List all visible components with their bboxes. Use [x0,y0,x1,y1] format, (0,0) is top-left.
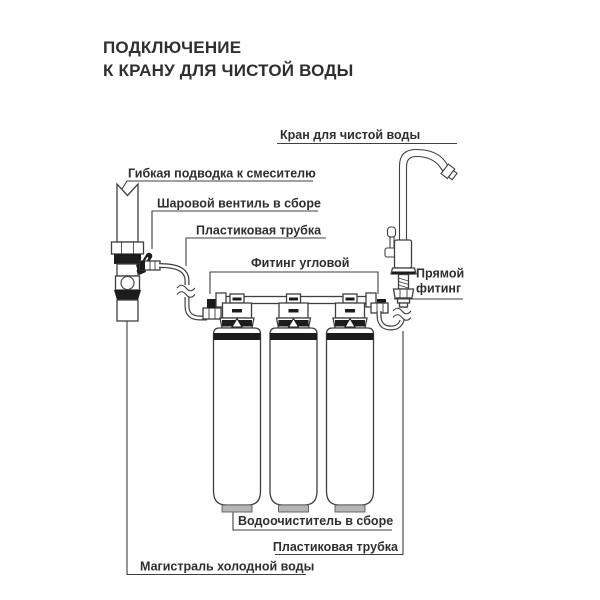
page-title: ПОДКЛЮЧЕНИЕ К КРАНУ ДЛЯ ЧИСТОЙ ВОДЫ [103,38,354,80]
leader-ball-valve [151,210,318,249]
leader-corner-fitting [209,271,379,294]
label-plastic-tube-top: Пластиковая трубка [196,224,322,238]
corner-fitting-right [365,292,389,314]
water-purifier [202,292,389,513]
cold-water-pipe [110,182,145,322]
callout-labels: Кран для чистой воды Гибкая подводка к с… [128,128,464,574]
tube-break-mark [392,307,412,315]
filter-cartridge-2 [269,327,318,513]
pipe-lower-segment [116,299,139,322]
filter-cartridge-1 [212,327,262,513]
ball-nut-circle [120,275,135,291]
title-line-2: К КРАНУ ДЛЯ ЧИСТОЙ ВОДЫ [103,61,354,80]
lower-dark-hex [114,290,141,300]
leader-purifier [232,512,392,531]
plastic-tube-left [158,263,207,321]
ball-valve-assembly [136,252,161,275]
label-corner-fitting: Фитинг угловой [251,256,350,270]
leader-lines [121,142,463,576]
faucet-spout-nozzle [440,163,458,181]
tube-break-mark [176,284,196,292]
pipe-coupling [110,241,145,255]
filter-cartridge-3 [325,327,375,513]
faucet-gooseneck [398,148,451,241]
leader-plastic-tube-bottom [275,331,404,556]
leader-plastic-tube-top [185,237,326,266]
leader-cold-water-main [126,321,306,576]
label-clean-water-tap: Кран для чистой воды [280,128,420,142]
faucet-body [393,239,413,269]
label-flexible-hose: Гибкая подводка к смесителю [128,167,316,181]
title-line-1: ПОДКЛЮЧЕНИЕ [103,38,241,57]
plastic-tube-right [376,304,412,331]
label-straight-fitting-line1: Прямой [416,267,464,281]
pipe-upper-segment [116,182,139,243]
label-purifier: Водоочиститель в сборе [238,514,393,528]
label-cold-water-main: Магистраль холодной воды [140,560,314,574]
coupling-dark-band [114,254,141,264]
leader-flexible-hose [121,180,313,190]
straight-fitting [392,288,415,308]
valve-body [116,263,139,277]
faucet-threaded-shank [397,273,410,290]
label-straight-fitting-line2: фитинг [416,282,461,296]
corner-fitting-left [202,292,227,320]
label-ball-valve: Шаровой вентиль в сборе [157,197,321,211]
clean-water-faucet [384,148,458,308]
label-plastic-tube-bottom: Пластиковая трубка [273,540,399,554]
